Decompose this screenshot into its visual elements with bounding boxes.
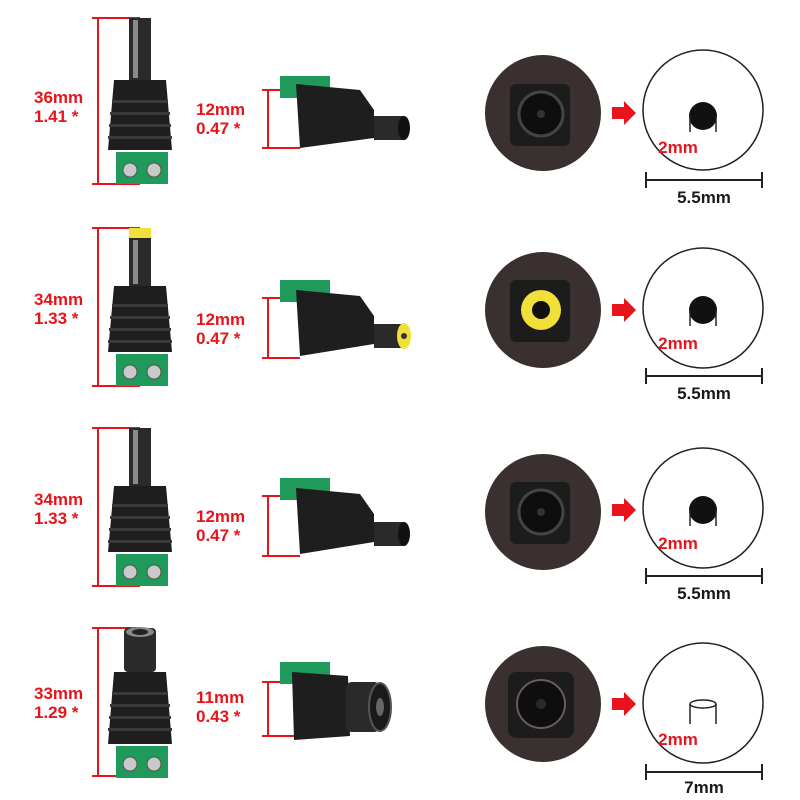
overall-length-mm: 33mm [34, 684, 84, 703]
jack-photo [485, 646, 601, 762]
arrow-icon [612, 692, 636, 716]
body-width-bracket [262, 297, 300, 359]
pin-diagram [642, 49, 764, 171]
overall-length-inch: 1.33 * [34, 509, 79, 528]
vertical-plug [108, 428, 172, 586]
overall-length-mm: 34mm [34, 290, 84, 309]
body-width-mm: 11mm [196, 688, 245, 707]
pin-diagram [642, 247, 764, 369]
overall-length-inch: 1.41 * [34, 107, 79, 126]
body-width-label: 11mm 0.43 * [196, 688, 244, 726]
pin-diagram [642, 447, 764, 569]
body-width-label: 12mm 0.47 * [196, 507, 245, 545]
overall-length-label: 33mm 1.29 * [34, 684, 83, 722]
connector-row-4-illustration [92, 627, 764, 780]
connector-row-2: 34mm 1.33 * 12mm 0.47 * 2mm 5.5mm [0, 200, 800, 403]
jack-photo [485, 55, 601, 171]
connector-row-2-illustration [92, 227, 764, 387]
arrow-icon [612, 498, 636, 522]
horizontal-socket [280, 662, 392, 740]
horizontal-plug [280, 478, 410, 554]
body-width-label: 12mm 0.47 * [196, 310, 245, 348]
overall-length-mm: 34mm [34, 490, 84, 509]
overall-length-label: 34mm 1.33 * [34, 490, 83, 528]
body-width-mm: 12mm [196, 100, 246, 119]
body-width-inch: 0.47 * [196, 526, 241, 545]
connector-row-1: 36mm 1.41 * 12mm 0.47 * 2mm 5.5mm [0, 0, 800, 207]
vertical-plug [108, 228, 172, 386]
connector-row-4: 33mm 1.29 * 11mm 0.43 * 2mm 7mm [0, 600, 800, 800]
outer-diameter-bracket [645, 172, 763, 188]
overall-length-inch: 1.33 * [34, 309, 79, 328]
vertical-plug [108, 18, 172, 184]
vertical-socket [108, 627, 172, 778]
overall-length-inch: 1.29 * [34, 703, 79, 722]
outer-diameter-bracket [645, 568, 763, 584]
body-width-label: 12mm 0.47 * [196, 100, 245, 138]
pin-diagram [642, 642, 764, 764]
body-width-inch: 0.47 * [196, 329, 241, 348]
connector-row-1-illustration [92, 17, 764, 188]
overall-length-label: 34mm 1.33 * [34, 290, 83, 328]
overall-length-mm: 36mm [34, 88, 84, 107]
outer-diameter-bracket [645, 764, 763, 780]
overall-length-label: 36mm 1.41 * [34, 88, 83, 126]
body-width-inch: 0.47 * [196, 119, 241, 138]
body-width-bracket [262, 495, 300, 557]
body-width-mm: 12mm [196, 310, 246, 329]
arrow-icon [612, 101, 636, 125]
arrow-icon [612, 298, 636, 322]
horizontal-plug [280, 280, 411, 356]
horizontal-plug [280, 76, 410, 148]
outer-diameter-bracket [645, 368, 763, 384]
jack-photo [485, 252, 601, 368]
body-width-bracket [262, 89, 300, 149]
body-width-inch: 0.43 * [196, 707, 241, 726]
body-width-mm: 12mm [196, 507, 246, 526]
jack-photo [485, 454, 601, 570]
connector-row-3: 34mm 1.33 * 12mm 0.47 * 2mm 5.5mm [0, 400, 800, 603]
connector-row-3-illustration [92, 427, 764, 587]
